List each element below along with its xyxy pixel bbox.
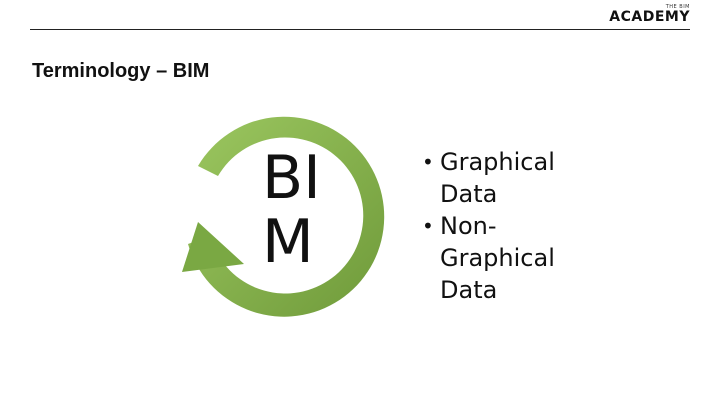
bullet-dot-icon: • bbox=[422, 150, 434, 174]
academy-logo: THE BIM ACADEMY bbox=[609, 4, 690, 26]
bim-cycle-label: BI M bbox=[262, 146, 321, 274]
bullet-line: Data bbox=[440, 180, 498, 208]
cycle-arrow-head bbox=[182, 222, 244, 272]
bullet-line: Data bbox=[440, 276, 498, 304]
logo-main-text: ACADEMY bbox=[609, 9, 690, 25]
bullet-list: • Graphical Data • Non- Graphical Data bbox=[420, 146, 600, 306]
bullet-non-graphical-data: • Non- Graphical Data bbox=[420, 210, 600, 306]
bullet-line: Graphical bbox=[440, 244, 555, 272]
cycle-arrow-icon bbox=[182, 116, 385, 317]
bullet-graphical-data: • Graphical Data bbox=[420, 146, 600, 210]
header-divider bbox=[30, 29, 690, 30]
bim-line-1: BI bbox=[262, 143, 321, 213]
bullet-line: Graphical bbox=[440, 148, 555, 176]
bim-line-2: M bbox=[262, 207, 314, 277]
bullet-dot-icon: • bbox=[422, 214, 434, 238]
slide-title: Terminology – BIM bbox=[32, 60, 210, 82]
bullet-line: Non- bbox=[440, 212, 497, 240]
logo-small-text: THE BIM bbox=[665, 4, 690, 10]
